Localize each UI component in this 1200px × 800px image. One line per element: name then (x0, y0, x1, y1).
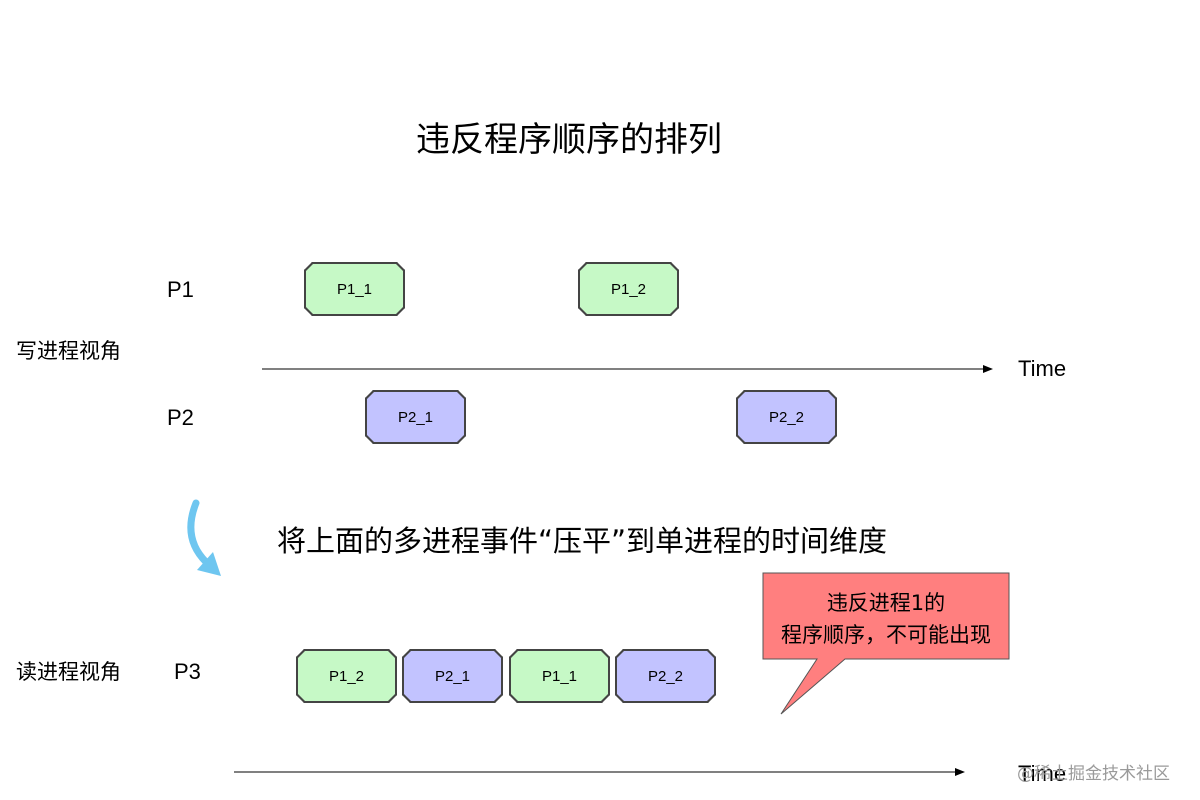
process-label-p1: P1 (167, 277, 194, 302)
time-axis-top (262, 365, 993, 373)
write-view-label: 写进程视角 (16, 339, 121, 363)
flatten-arrow-icon (187, 499, 221, 576)
time-label-top: Time (1018, 356, 1067, 381)
time-label-bottom: Time (1018, 761, 1067, 786)
event-p3-3: P1_1 (509, 649, 610, 703)
event-label: P2_2 (768, 408, 805, 426)
event-p2-2: P2_2 (736, 390, 837, 444)
event-p3-1: P1_2 (296, 649, 397, 703)
callout-text: 违反进程1的 程序顺序，不可能出现 (763, 587, 1009, 651)
callout-shape (762, 572, 1010, 715)
event-label: P1_1 (541, 667, 578, 685)
read-view-label: 读进程视角 (16, 660, 121, 684)
event-label: P1_1 (336, 280, 373, 298)
time-axis-bottom (234, 768, 965, 776)
event-label: P1_2 (328, 667, 365, 685)
watermark: @稀土掘金技术社区 (1017, 764, 1170, 784)
event-p2-1: P2_1 (365, 390, 466, 444)
event-label: P2_1 (397, 408, 434, 426)
event-p3-2: P2_1 (402, 649, 503, 703)
event-p1-1: P1_1 (304, 262, 405, 316)
event-p1-2: P1_2 (578, 262, 679, 316)
event-label: P2_2 (647, 667, 684, 685)
event-label: P1_2 (610, 280, 647, 298)
event-label: P2_1 (434, 667, 471, 685)
callout-line-2: 程序顺序，不可能出现 (781, 623, 991, 647)
process-label-p2: P2 (167, 405, 194, 430)
callout-line-1: 违反进程1的 (826, 591, 946, 615)
event-p3-4: P2_2 (615, 649, 716, 703)
flatten-caption: 将上面的多进程事件“压平”到单进程的时间维度 (277, 524, 888, 558)
process-label-p3: P3 (174, 659, 201, 684)
diagram-title: 违反程序顺序的排列 (416, 120, 722, 160)
